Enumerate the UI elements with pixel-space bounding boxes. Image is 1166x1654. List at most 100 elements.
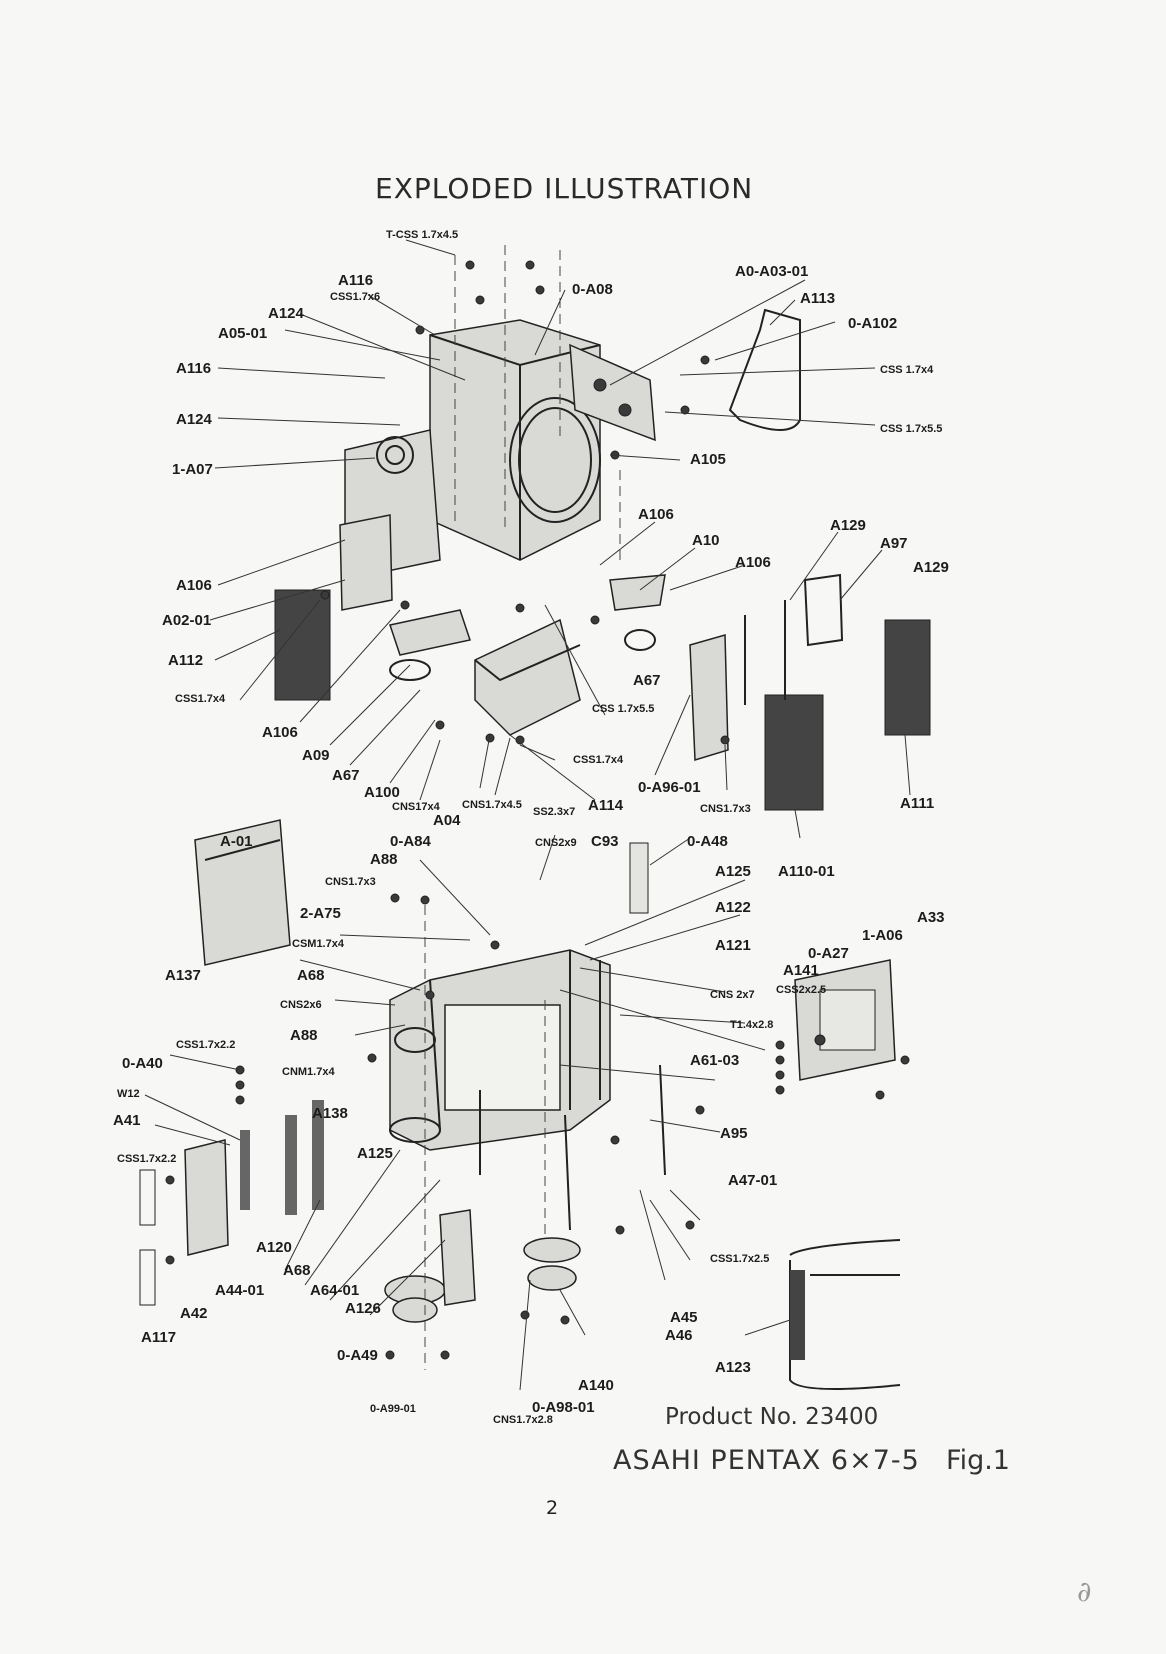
part-label: CNS17x4 [392,801,441,813]
part-label: A106 [638,506,674,523]
part-label: CSS1.7x2.2 [176,1039,235,1051]
part-label: T-CSS 1.7x4.5 [386,229,458,241]
part-label: A116 [338,272,373,289]
part-label: CSS1.7x4 [573,754,624,766]
part-label: A137 [165,967,201,984]
part-label: 2-A75 [300,905,341,922]
film-advance-parts [384,842,666,1323]
part-label: CNS2x9 [535,837,577,849]
part-label: A-01 [220,833,253,850]
part-label: 0-A48 [687,833,728,850]
part-label: A138 [312,1105,348,1122]
part-label: A123 [715,1359,751,1376]
part-label: A106 [176,577,212,594]
screws [165,260,910,1360]
part-label: A129 [913,559,949,576]
part-label: A44-01 [215,1282,264,1299]
part-label: A100 [364,784,400,801]
part-label: A67 [332,767,360,784]
part-label: CSS 1.7x4 [880,364,934,376]
part-label: A106 [735,554,771,571]
part-label: CSS1.7x6 [330,291,380,303]
part-label: 0-A49 [337,1347,378,1364]
part-label: 0-A84 [390,833,432,850]
part-label: 0-A98-01 [532,1399,595,1416]
part-label: CNS1.7x3 [700,803,751,815]
part-label: CSM1.7x4 [292,938,345,950]
part-label: A47-01 [728,1172,777,1189]
part-label: CNS1.7x3 [325,876,376,888]
side-plate-right [569,343,656,442]
part-label: T1.4x2.8 [730,1019,773,1031]
part-label: SS2.3x7 [533,806,575,818]
part-label: CSS1.7x4 [175,693,226,705]
part-label: 0-A40 [122,1055,163,1072]
part-label: A113 [800,290,835,307]
part-label: W12 [117,1088,140,1100]
part-label: A41 [113,1112,141,1129]
part-label: A68 [283,1262,311,1279]
part-label: A33 [917,909,945,926]
page-number: 2 [546,1497,559,1519]
part-label: A106 [262,724,298,741]
part-label: CNS 2x7 [710,989,755,1001]
part-label: 0-A27 [808,945,849,962]
part-label: A67 [633,672,661,689]
part-label: A45 [670,1309,698,1326]
film-rail-parts [139,819,324,1306]
part-label: A46 [665,1327,693,1344]
mirror-box-assembly [339,319,601,611]
part-label: CSS2x2.5 [776,984,826,996]
part-label: A05-01 [218,325,267,342]
part-label: A10 [692,532,720,549]
part-label: A114 [588,797,624,814]
part-label: A105 [690,451,726,468]
part-label: A0-A03-01 [735,263,808,280]
part-label: 0-A102 [848,315,897,332]
part-label: A95 [720,1125,748,1142]
shutter-curtain-cover [728,308,801,431]
product-number: Product No. 23400 [665,1404,879,1430]
model-name: ASAHI PENTAX 6×7-5 [613,1445,920,1476]
camera-back-door [789,1239,901,1390]
part-label: CSS 1.7x5.5 [592,703,654,715]
part-labels: T-CSS 1.7x4.5 A116 CSS1.7x6 A124 A05-01 … [113,229,949,1426]
part-label: CNS1.7x2.8 [493,1414,553,1426]
part-label: A129 [830,517,866,534]
part-label: A120 [256,1239,292,1256]
lower-mirror-frame [389,574,666,736]
part-label: A61-03 [690,1052,739,1069]
part-label: A126 [345,1300,381,1317]
leatherette-panels [274,573,931,811]
part-label: CNS2x6 [280,999,322,1011]
figure-label: Fig.1 [946,1445,1010,1476]
back-latch-plate [794,959,896,1081]
part-label: CSS 1.7x5.5 [880,423,942,435]
part-label: CSS1.7x2.2 [117,1153,176,1165]
part-label: C93 [591,833,619,850]
part-label: A140 [578,1377,614,1394]
part-label: 1-A06 [862,927,903,944]
part-label: A112 [168,652,203,669]
part-label: A97 [880,535,908,552]
leader-lines [144,239,911,1391]
part-label: A88 [290,1027,318,1044]
part-label: A141 [783,962,819,979]
part-label: A64-01 [310,1282,359,1299]
part-label: A68 [297,967,325,984]
part-label: A121 [715,937,751,954]
main-body-frame [389,949,611,1175]
part-label: A124 [268,305,305,322]
part-label: CSS1.7x2.5 [710,1253,769,1265]
part-label: 0-A96-01 [638,779,701,796]
part-label: A09 [302,747,330,764]
part-label: A88 [370,851,398,868]
part-label: A116 [176,360,211,377]
part-label: A111 [900,795,934,812]
part-label: A110-01 [778,863,835,880]
part-label: A04 [433,812,461,829]
part-label: A02-01 [162,612,211,629]
part-label: A122 [715,899,751,916]
